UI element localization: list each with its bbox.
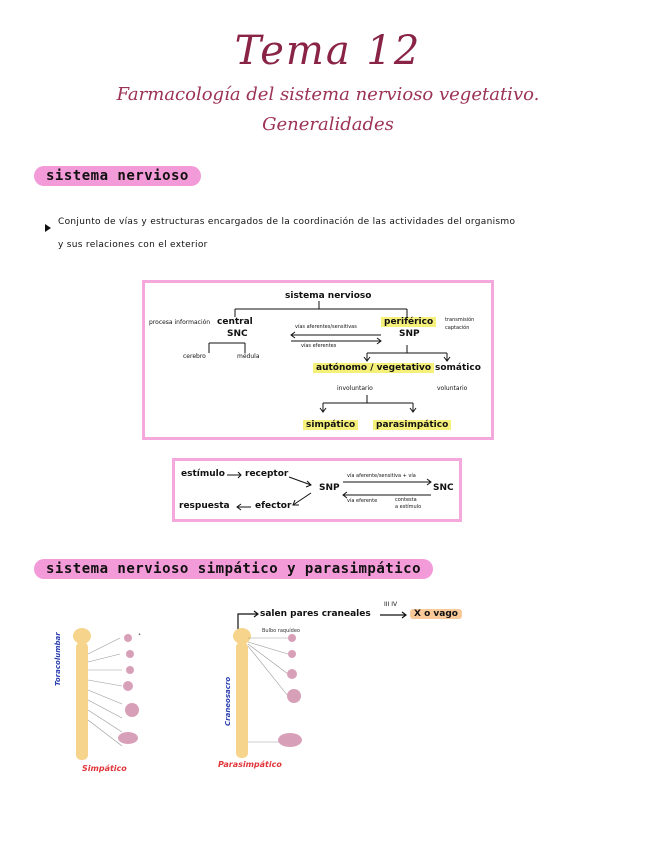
note-contesta: contesta — [395, 497, 417, 503]
label-vias-eferentes: vías eferentes — [301, 343, 337, 349]
label-vias-aferentes: vías aferentes/sensitivas — [295, 324, 357, 330]
node-estimulo: estímulo — [181, 469, 225, 479]
text-vago: X o vago — [410, 609, 462, 619]
note-captacion: captación — [445, 325, 470, 331]
node-autonomo: autónomo / vegetativo — [313, 363, 435, 373]
bullet-icon — [44, 218, 52, 237]
node-respuesta: respuesta — [179, 501, 230, 511]
node-somatico: somático — [435, 363, 481, 373]
note-procesa-informacion: procesa información — [149, 319, 211, 326]
node-receptor: receptor — [245, 469, 289, 479]
section-heading-sistema-nervioso: sistema nervioso — [34, 166, 201, 186]
note-transmision: transmisión — [445, 317, 475, 323]
page-subtitle-line2: Generalidades — [262, 114, 394, 135]
node-snc-reflex: SNC — [433, 483, 454, 493]
diagram1-connectors — [208, 301, 451, 413]
section-heading-simpatico-parasimpatico: sistema nervioso simpático y parasimpáti… — [34, 559, 434, 579]
parasympathetic-diagram — [233, 628, 302, 758]
label-cranial-numbers: III IV — [384, 601, 398, 608]
node-parasimpatico: parasimpático — [373, 420, 452, 430]
label-via-aferente: vía aferente/sensitiva + vía — [347, 473, 416, 479]
note-involuntario: involuntario — [337, 385, 373, 392]
figure-parasympathetic — [222, 624, 342, 774]
diagram-reflex-arc: estímulo receptor SNP vía aferente/sensi… — [172, 458, 462, 522]
text-salen-pares-craneales: salen pares craneales — [260, 609, 371, 619]
node-central: central — [217, 317, 253, 327]
diagram2-connectors — [227, 471, 432, 511]
node-sistema-nervioso: sistema nervioso — [285, 291, 372, 301]
node-simpatico: simpático — [303, 420, 359, 430]
sympathetic-diagram — [73, 628, 139, 760]
node-cerebro: cerebro — [183, 353, 206, 360]
note-voluntario: voluntario — [437, 385, 468, 392]
caption-simpatico: Simpático — [82, 764, 127, 773]
label-craneosacro: Craneosacro — [224, 676, 232, 726]
bullet-line1: Conjunto de vías y estructuras encargado… — [58, 217, 516, 227]
node-periferico: periférico — [381, 317, 437, 327]
node-snp-reflex: SNP — [319, 483, 340, 493]
label-toracolumbar: Toracolumbar — [54, 632, 62, 686]
label-bulbo-raquideo: Bulbo raquídeo — [262, 628, 300, 634]
node-efector: efector — [255, 501, 292, 511]
label-via-eferente: vía eferente — [347, 498, 378, 504]
node-snc: SNC — [227, 329, 248, 339]
node-snp: SNP — [399, 329, 420, 339]
page-title: Tema 12 — [234, 28, 422, 74]
figure-sympathetic: • — [56, 624, 186, 784]
bullet-line2: y sus relaciones con el exterior — [58, 240, 208, 250]
sympathetic-organs-label: • — [138, 632, 141, 638]
page-subtitle-line1: Farmacología del sistema nervioso vegeta… — [116, 84, 540, 105]
note-a-estimulo: a estímulo — [395, 504, 422, 510]
caption-parasimpatico: Parasimpático — [218, 760, 282, 769]
node-medula: médula — [237, 353, 260, 360]
diagram-sistema-nervioso: sistema nervioso procesa información cen… — [142, 280, 494, 440]
